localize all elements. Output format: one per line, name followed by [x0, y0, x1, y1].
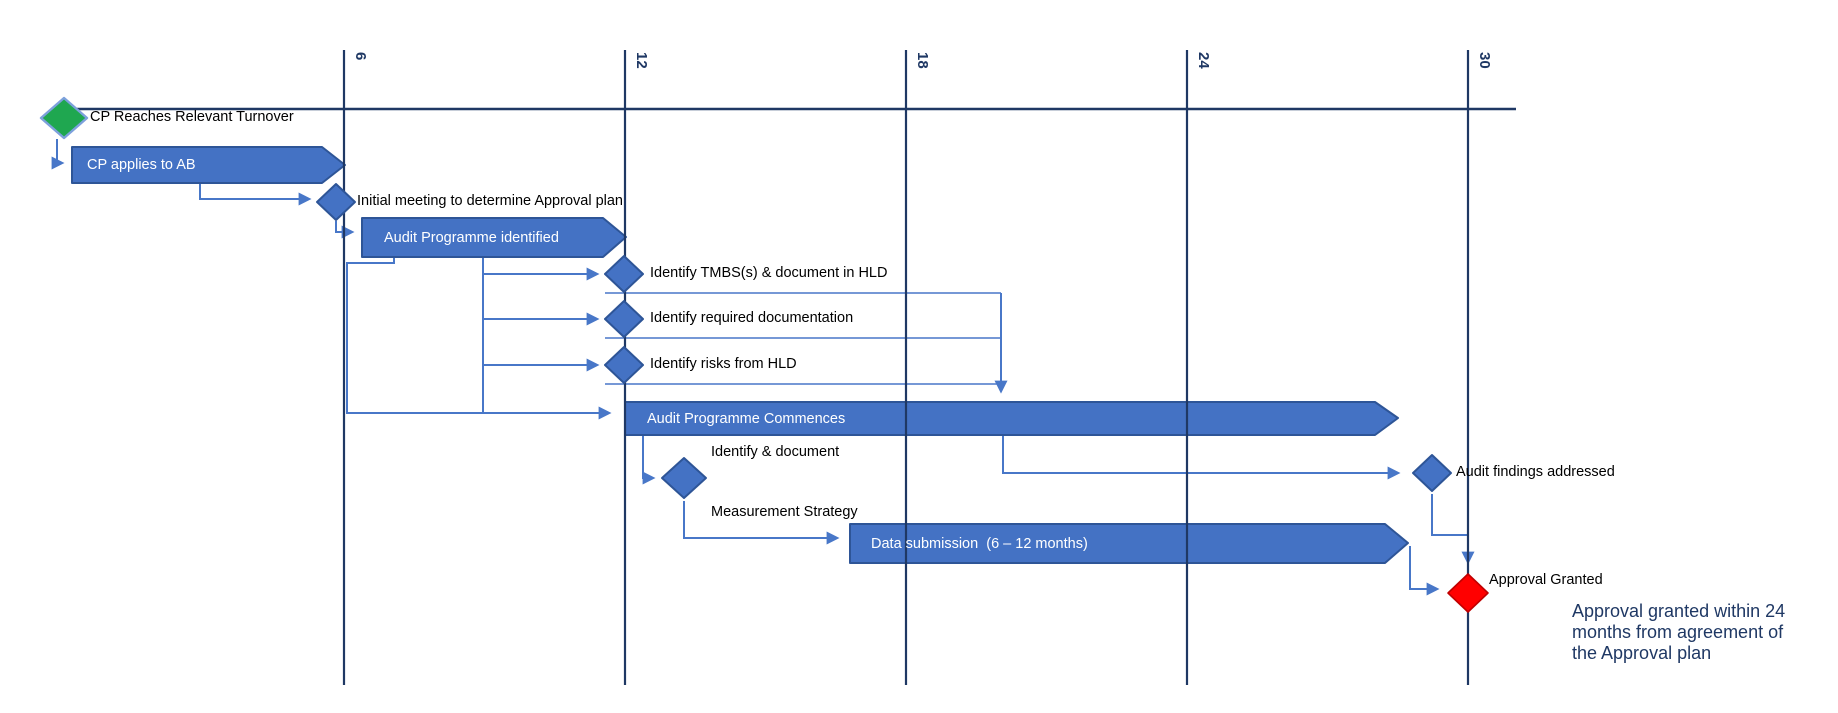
connector-findings-to-approval — [1431, 494, 1475, 565]
connector-commences-to-strategy — [642, 436, 656, 485]
milestones — [39, 96, 1489, 613]
measurement-strategy-diamond — [661, 457, 707, 499]
label-identify-documentation: Identify required documentation — [650, 310, 854, 326]
label-measurement-strategy-line1: Identify & document — [711, 444, 840, 460]
axis-tick-24: 24 — [1195, 52, 1212, 69]
bar-label-data-submission: Data submission (6 – 12 months) — [871, 536, 1088, 552]
bar-label-audit-programme-identified: Audit Programme identified — [384, 230, 559, 246]
connector-data-submission-to-approval — [1409, 546, 1440, 596]
task-bars — [71, 146, 1409, 564]
label-audit-findings: Audit findings addressed — [1456, 464, 1615, 480]
label-measurement-strategy: Identify & document Measurement Strategy — [711, 402, 858, 562]
bar-label-cp-applies-to-ab: CP applies to AB — [87, 157, 196, 173]
axis-tick-12: 12 — [633, 52, 650, 69]
axis-tick-30: 30 — [1476, 52, 1493, 69]
connectors — [51, 139, 1475, 596]
approval-note-line1: Approval granted within 24 — [1572, 601, 1786, 621]
audit-findings-diamond — [1412, 454, 1452, 492]
bar-cp-applies-to-ab — [71, 146, 346, 184]
connector-strategy-to-data-submission — [683, 501, 840, 545]
label-identify-tmbs: Identify TMBS(s) & document in HLD — [650, 265, 888, 281]
label-approval-granted: Approval Granted — [1489, 572, 1603, 588]
approval-granted-diamond — [1447, 573, 1489, 613]
connector-commences-to-findings — [1002, 436, 1401, 480]
label-start-milestone: CP Reaches Relevant Turnover — [90, 109, 294, 125]
connector-cp-applies-to-initial-meeting — [199, 184, 312, 206]
identify-tmbs-diamond — [604, 255, 644, 293]
identify-documentation-diamond — [604, 300, 644, 338]
bar-audit-programme-identified — [361, 217, 627, 258]
start-milestone-diamond — [39, 96, 89, 140]
bar-data-submission — [849, 523, 1409, 564]
approval-note: Approval granted within 24 months from a… — [1572, 601, 1838, 664]
connector-start-to-cp-applies — [51, 139, 65, 170]
initial-meeting-diamond — [316, 183, 356, 221]
connector-audit-identified-to-audit-commences — [346, 258, 612, 420]
label-measurement-strategy-line2: Measurement Strategy — [711, 504, 858, 520]
connector-initial-meeting-to-audit-identified — [335, 221, 355, 239]
identify-risks-diamond — [604, 346, 644, 384]
approval-note-line2: months from agreement of — [1572, 622, 1784, 642]
approval-note-line3: the Approval plan — [1572, 643, 1712, 663]
label-identify-risks: Identify risks from HLD — [650, 356, 797, 372]
axis-tick-6: 6 — [352, 52, 369, 61]
label-initial-meeting: Initial meeting to determine Approval pl… — [357, 193, 623, 209]
bar-label-audit-programme-commences: Audit Programme Commences — [647, 411, 846, 427]
axis-tick-18: 18 — [914, 52, 931, 69]
